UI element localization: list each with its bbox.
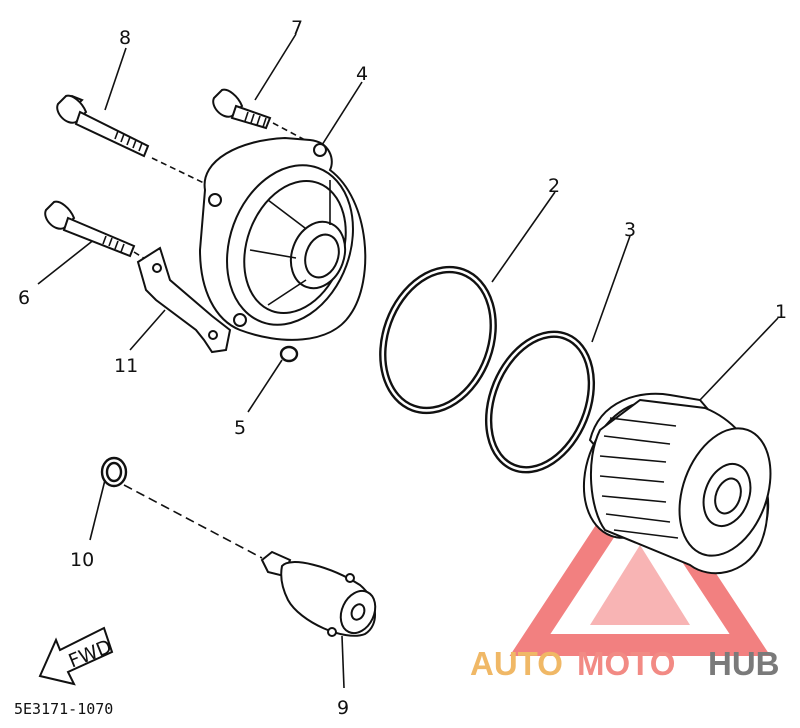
oil-filter-1 (582, 392, 772, 575)
leader-lines (37, 33, 779, 689)
callout-3: 3 (624, 219, 636, 241)
filter-cover-4 (198, 136, 367, 341)
o-ring-10-inner (105, 461, 123, 483)
bolt-8 (56, 94, 150, 158)
o-ring-10 (100, 456, 128, 488)
callout-9: 9 (337, 697, 349, 719)
callout-2: 2 (548, 175, 560, 197)
callout-5: 5 (234, 417, 246, 439)
o-ring-5 (279, 345, 299, 363)
watermark-part-moto: MOTO (577, 645, 675, 682)
callout-6: 6 (18, 287, 30, 309)
o-ring-3-inner (489, 335, 591, 469)
watermark-part-hub: HUB (708, 645, 780, 682)
callout-11: 11 (114, 355, 138, 377)
callout-4: 4 (356, 63, 368, 85)
watermark-text: AUTO MOTO HUB (470, 645, 780, 682)
callout-7: 7 (291, 17, 303, 39)
diagram-code: 5E3171-1070 (14, 700, 113, 718)
bypass-valve-9 (260, 550, 377, 637)
callout-10: 10 (70, 549, 94, 571)
bolt-7 (212, 88, 272, 130)
bracket-11 (136, 246, 232, 354)
watermark-part-auto: AUTO (470, 645, 563, 682)
bolt-6 (44, 200, 136, 258)
callout-labels: 1 2 3 4 5 6 7 8 9 10 11 (18, 17, 787, 719)
callout-1: 1 (775, 301, 787, 323)
o-ring-3 (484, 330, 596, 474)
o-ring-2-inner (384, 270, 492, 410)
callout-8: 8 (119, 27, 131, 49)
fwd-arrow-icon: FWD (38, 626, 115, 686)
o-ring-2 (379, 265, 497, 415)
